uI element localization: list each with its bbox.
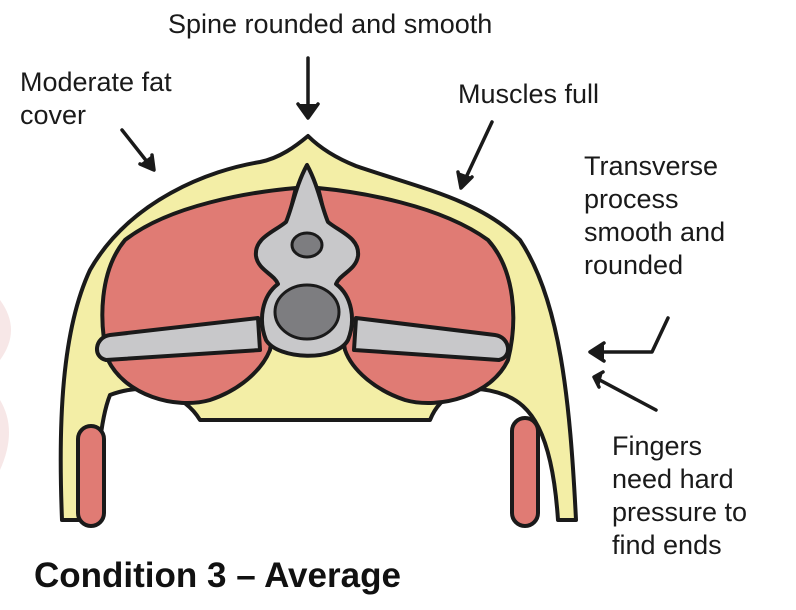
left-leg-muscle: [78, 426, 104, 526]
fingers-arrow: [596, 378, 656, 410]
vertebral-body: [275, 285, 339, 339]
muscles-arrow-head: [458, 172, 472, 188]
right-leg-muscle: [512, 418, 538, 526]
spine-label: Spine rounded and smooth: [168, 8, 492, 41]
spinal-canal: [292, 233, 322, 257]
spine-arrow-head: [298, 104, 318, 118]
transverse-process-label: Transverse process smooth and rounded: [584, 150, 725, 282]
muscles-label: Muscles full: [458, 78, 599, 111]
background-blush: [0, 300, 11, 470]
condition-caption: Condition 3 – Average: [34, 556, 401, 596]
transverse-arrow-head: [590, 343, 604, 361]
fat-cover-label: Moderate fat cover: [20, 66, 172, 132]
fingers-label: Fingers need hard pressure to find ends: [612, 430, 747, 562]
